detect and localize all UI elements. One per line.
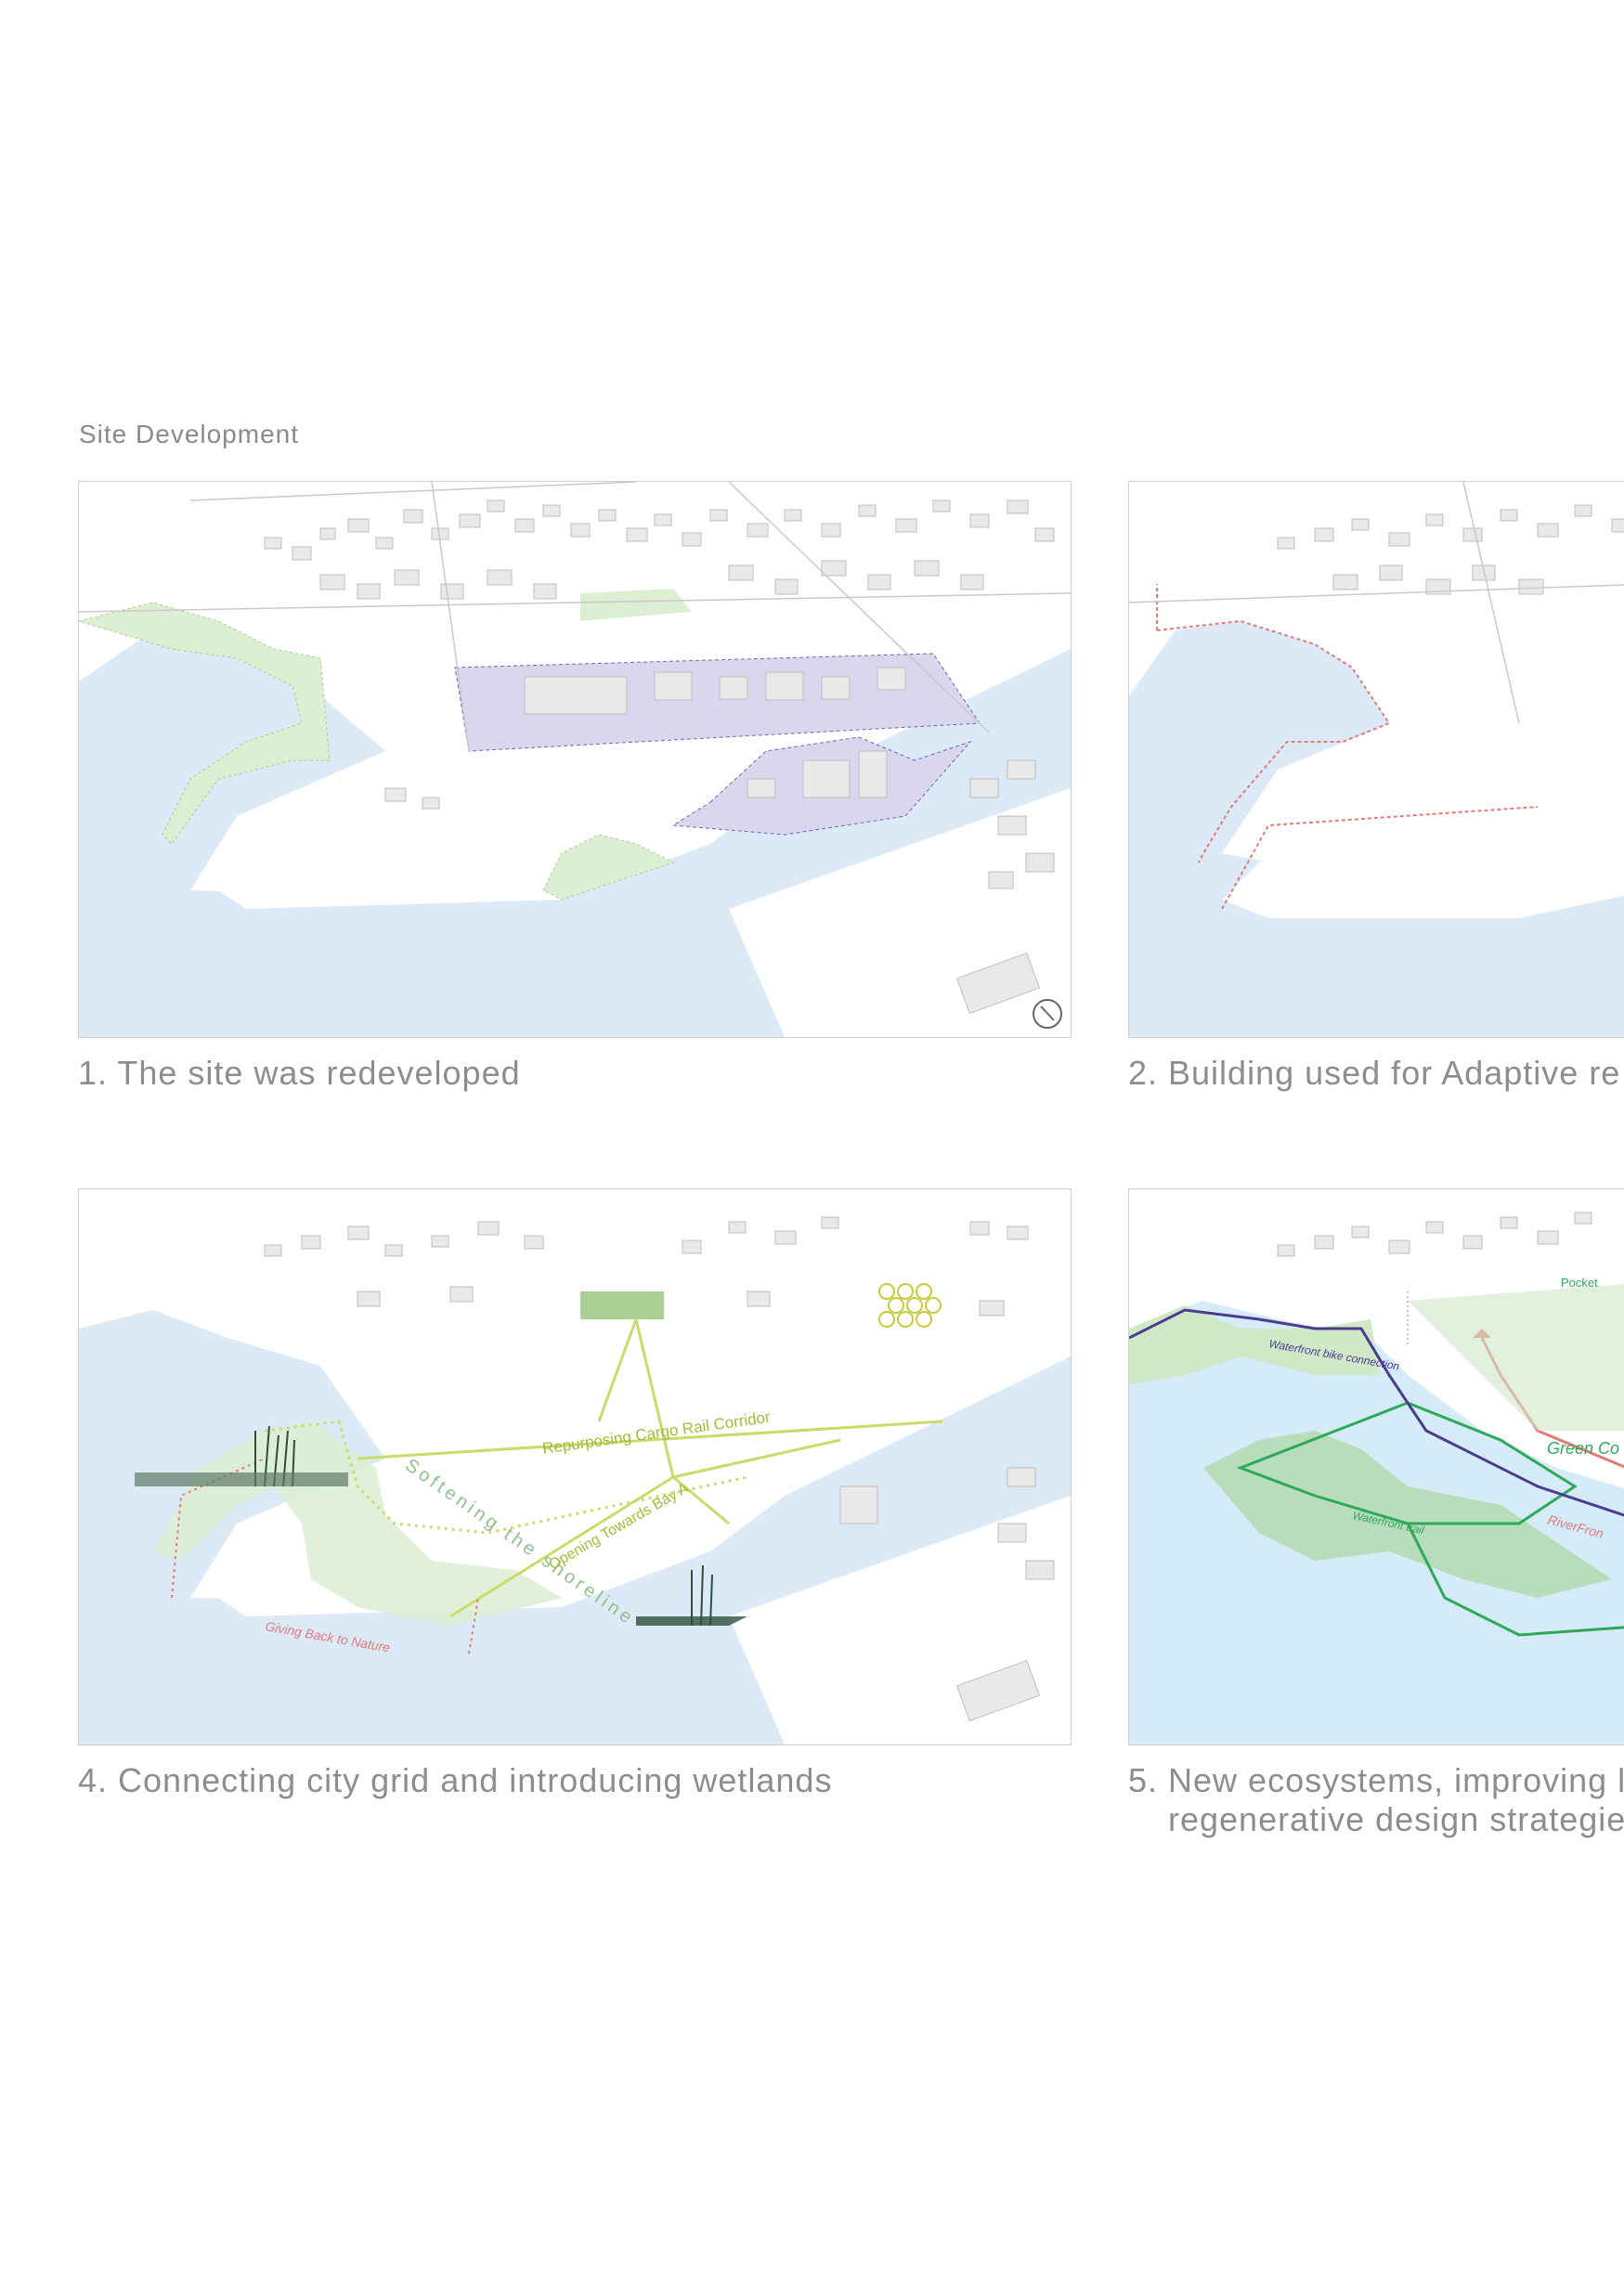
wetland-strip: [135, 1472, 348, 1486]
panel-new-ecosystems: Waterfront bike connection Pocket Green …: [1128, 1188, 1624, 1745]
green-block: [580, 1291, 664, 1319]
city-blocks: [1277, 1212, 1592, 1257]
city-blocks: [264, 499, 1055, 1015]
section-title: Site Development: [79, 420, 300, 448]
label-green-corridor: Green Co: [1547, 1439, 1619, 1458]
caption-4: 4. Connecting city grid and introducing …: [78, 1761, 833, 1799]
site-map-2: [1129, 482, 1624, 1037]
green-shore: [1129, 1305, 1380, 1384]
panel-adaptive-reuse: [1128, 481, 1624, 1038]
green-block: [580, 589, 692, 621]
green-shore-zone: [542, 834, 675, 901]
site-map-5: Waterfront bike connection Pocket Green …: [1129, 1189, 1624, 1745]
waterfront-trail: [1236, 1401, 1578, 1525]
circle-cluster: [878, 1283, 942, 1328]
green-park-zone: [79, 602, 331, 845]
city-blocks: [264, 1216, 1055, 1722]
caption-5-line2: regenerative design strategie: [1168, 1800, 1624, 1838]
boundary-line-south: [1221, 806, 1539, 910]
caption-1: 1. The site was redeveloped: [78, 1054, 521, 1092]
site-map-4: Repurposing Cargo Rail Corridor Softenin…: [79, 1189, 1071, 1745]
nature-boundary: [171, 1458, 266, 1599]
panel-connecting-grid: Repurposing Cargo Rail Corridor Softenin…: [78, 1188, 1072, 1745]
birds-cluster-icon: [636, 1616, 747, 1626]
north-arrow-icon: [1033, 999, 1062, 1029]
site-map-1: [79, 482, 1071, 1037]
city-blocks: [1277, 504, 1624, 595]
wetland-green: [1203, 1431, 1612, 1598]
roads: [1129, 482, 1624, 724]
panel-site-redeveloped: [78, 481, 1072, 1038]
boundary-line: [1156, 584, 1391, 863]
shoreline-path: [264, 1420, 748, 1535]
label-pocket: Pocket: [1561, 1276, 1598, 1290]
bike-connection: [1129, 1308, 1624, 1517]
caption-2: 2. Building used for Adaptive re: [1128, 1054, 1621, 1092]
roads: [79, 482, 1071, 752]
caption-5-line1: 5. New ecosystems, improving l: [1128, 1761, 1624, 1799]
water-area: [1129, 621, 1624, 1037]
